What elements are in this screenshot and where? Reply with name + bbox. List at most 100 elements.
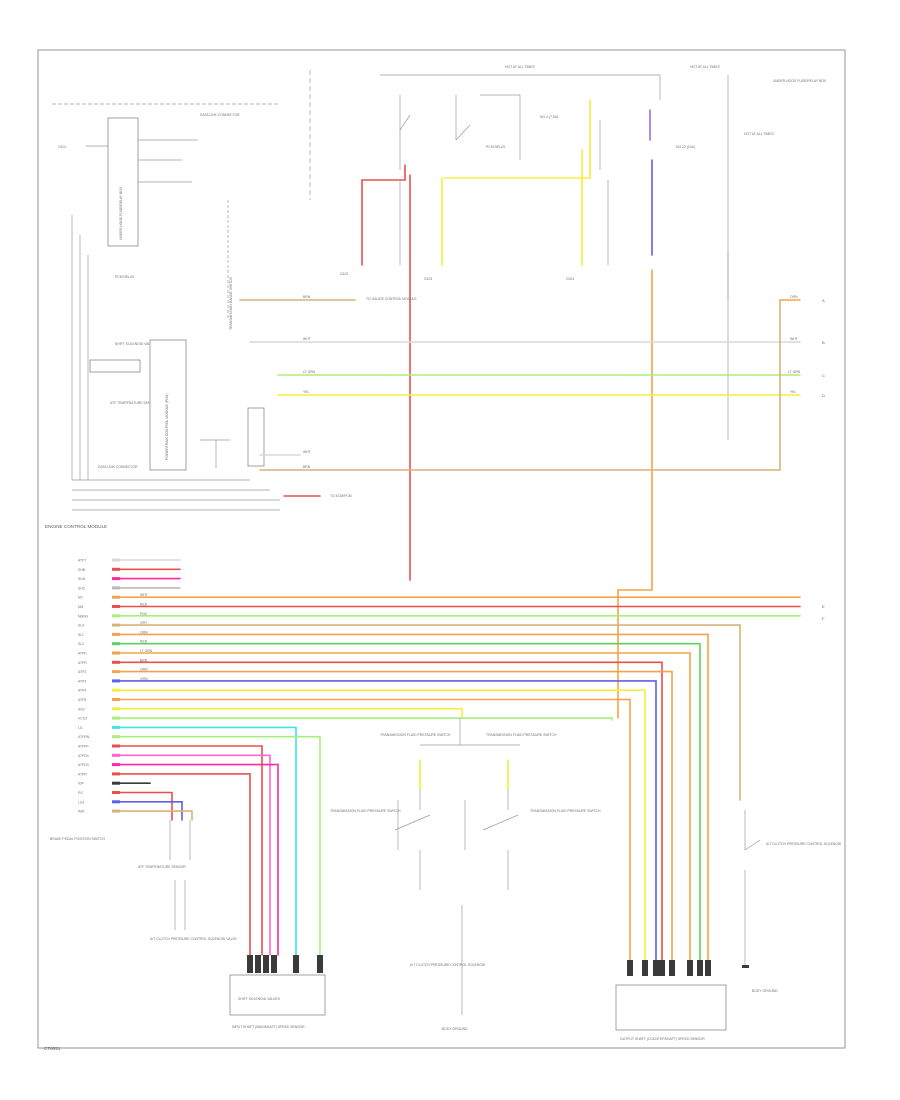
pcm-pin-label: LG [78, 726, 83, 730]
pcm-wire [119, 633, 709, 961]
connector-pin [705, 960, 711, 976]
pcm-pin-label: NM [78, 605, 83, 609]
sensor-box-right: OUTPUT SHAFT (COUNTERSHAFT) SPEED SENSOR [615, 984, 727, 1041]
label-pcm-vertical-2: TRANSMISSION RANGE SWITCH [229, 276, 233, 330]
connector-pin [627, 960, 633, 976]
pcm-wire [119, 810, 193, 821]
top-relays: HOT AT ALL TIMES HOT AT ALL TIMES UNDER-… [380, 65, 827, 440]
label-pcm-block-1: PCM RELAY [115, 275, 135, 279]
label-ground-2: G102 [340, 272, 348, 276]
sensor-box-left: SHIFT SOLENOID VALVES INPUT SHAFT (MAINS… [229, 974, 326, 1029]
center-solenoid: A/T CLUTCH PRESSURE CONTROL SOLENOID BOD… [410, 905, 486, 1031]
connector-pin [263, 955, 269, 973]
pressure-switches: TRANSMISSION FLUID PRESSURE SWITCH TRANS… [330, 718, 601, 890]
wire-label-wht: WHT [303, 337, 311, 341]
pcm-wire-label: ORN [140, 630, 148, 634]
pcm-pin-terminal [112, 716, 120, 720]
label-linear-solenoid: A/T CLUTCH PRESSURE CONTROL SOLENOID VAL… [150, 937, 237, 941]
pcm-wire-label: BRN [140, 658, 148, 662]
connector-pin [247, 955, 253, 973]
label-output-sensor: OUTPUT SHAFT (COUNTERSHAFT) SPEED SENSOR [620, 1037, 705, 1041]
pcm-internal: PCM RELAY SHIFT SOLENOID VALVES ATF TEMP… [71, 200, 280, 511]
pcm-wire-label: RED [140, 603, 148, 607]
pcm-pin-terminal [112, 735, 120, 739]
pcm-pin-label: ATFT [78, 559, 86, 563]
pcm-wire-label: GRN [140, 677, 148, 681]
pcm-pin-label: ATPFP [78, 745, 89, 749]
pcm-pin-terminal [112, 558, 120, 562]
label-to-gauge: TO GAUGE CONTROL MODULE [366, 297, 417, 301]
pcm-pin-label: ATP5 [78, 698, 86, 702]
label-pcm-block-3: ATF TEMPERATURE SENSOR [110, 401, 158, 405]
label-clutch-switch: A/T CLUTCH PRESSURE CONTROL SOLENOID [766, 842, 842, 846]
label-fuse-1: NO.4 (7.5A) [540, 115, 558, 119]
relay-wires [361, 99, 729, 719]
pcm-wire [119, 670, 673, 961]
connector-pin [293, 955, 299, 973]
offpage-d: D [822, 393, 825, 398]
label-hot-2: HOT AT ALL TIMES [690, 65, 721, 69]
label-pcm-block-2: SHIFT SOLENOID VALVES [115, 342, 158, 346]
offpage-e: E [822, 604, 825, 609]
pcm-pin-terminal [112, 651, 120, 655]
right-clutch-switch: A/T CLUTCH PRESSURE CONTROL SOLENOID BOD… [742, 810, 842, 993]
label-to-ecm: TO ECM/PCM [330, 494, 352, 498]
label-relay: PCM RELAY [486, 145, 506, 149]
label-solenoid-center: A/T CLUTCH PRESSURE CONTROL SOLENOID [410, 963, 486, 967]
pcm-pin-terminal [112, 586, 120, 590]
connector-pin [697, 960, 703, 976]
offpage-f: F [822, 616, 825, 621]
top-grounds: G102 G103 G301 TO GAUGE CONTROL MODULE [340, 272, 574, 301]
label-data-link: DATA LINK CONNECTOR [98, 465, 138, 469]
pcm-pin-label: SHC [78, 586, 86, 590]
pcm-pin-terminal [112, 595, 120, 599]
wire-label-brn: BRN [303, 465, 311, 469]
wire-label-yel: YEL [303, 390, 310, 394]
wire-label-ltgrn: LT GRN [303, 370, 316, 374]
pcm-wire [119, 708, 463, 719]
pcm-pin-label: LG1 [78, 800, 85, 804]
pcm-wire [119, 717, 613, 721]
label-ground-3: G103 [424, 277, 432, 281]
connector-pin [659, 960, 665, 976]
pcm-wire [119, 791, 173, 821]
label-pressure-2: TRANSMISSION FLUID PRESSURE SWITCH [486, 733, 557, 737]
pcm-pin-terminal [112, 753, 120, 757]
pcm-pin-label: IGP [78, 782, 85, 786]
pcm-pin-terminal [112, 800, 120, 804]
pcm-wire [119, 801, 183, 821]
left-bottom-sensor: BRAKE PEDAL POSITION SWITCH ATF TEMPERAT… [50, 820, 237, 941]
pcm-pin-terminal [112, 660, 120, 664]
pcm-pin-terminal [112, 744, 120, 748]
wire-label-yel-right: YEL [790, 390, 797, 394]
label-pcm-vertical: POWERTRAIN CONTROL MODULE (PCM) [165, 394, 169, 461]
pcm-wire-label: ORN [140, 668, 148, 672]
pcm-pin-terminal [112, 577, 120, 581]
pcm-pin-label: ATP3 [78, 679, 86, 683]
pcm-wire-label: WHT [140, 593, 148, 597]
pcm-pin-terminal [112, 763, 120, 767]
pcm-pin-label: SLT [78, 633, 84, 637]
pcm-wire [119, 773, 251, 956]
pcm-wire-label: RED [140, 640, 148, 644]
pcm-pin-terminal [112, 567, 120, 571]
pcm-wire-label: PNK [140, 612, 148, 616]
pcm-pin-label: ATP2 [78, 670, 86, 674]
label-fuse-3: HOT AT ALL TIMES [744, 132, 775, 136]
label-speed-sensor: INPUT SHAFT (MAINSHAFT) SPEED SENSOR [232, 1025, 305, 1029]
pcm-pin-label: SLC [78, 642, 85, 646]
label-pressure-4: TRANSMISSION FLUID PRESSURE SWITCH [530, 809, 601, 813]
label-fuse-2: NO.22 (10A) [676, 145, 695, 149]
wire-label-orn-right: ORN [790, 295, 798, 299]
pcm-wire-label: GRY [140, 621, 148, 625]
pcm-pin-label: SHA [78, 577, 86, 581]
lower-offpage-wires: E F [822, 604, 825, 621]
pcm-pin-terminal [112, 614, 120, 618]
pcm-pin-label: ATP4 [78, 689, 86, 693]
pcm-wire [119, 689, 646, 961]
pcm-wire [119, 661, 663, 961]
label-brake: BRAKE PEDAL POSITION SWITCH [50, 837, 105, 841]
pcm-pin-terminal [112, 632, 120, 636]
label-module-vertical: UNDER-HOOD FUSE/RELAY BOX [119, 186, 123, 240]
